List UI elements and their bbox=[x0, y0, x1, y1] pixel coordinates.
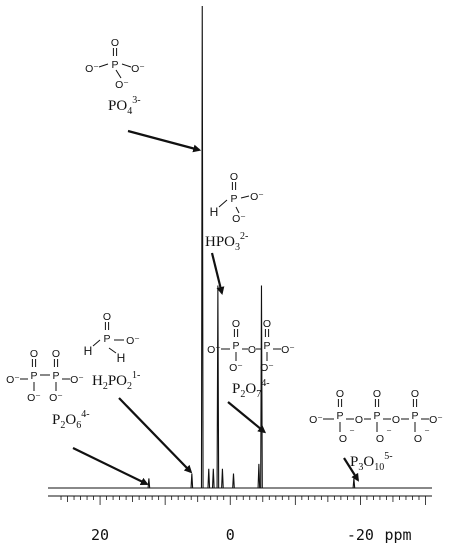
structure-atom: O bbox=[336, 388, 344, 400]
annotation-arrow bbox=[343, 457, 359, 482]
spectrum-peak bbox=[207, 468, 211, 489]
structure-atom: O bbox=[411, 388, 419, 400]
structure-atom: O bbox=[232, 318, 240, 330]
structure-atom: O⁻ bbox=[115, 79, 129, 91]
structure-bond bbox=[235, 206, 240, 214]
spectrum-peak bbox=[190, 473, 194, 489]
structure-atom: O⁻ bbox=[260, 362, 274, 374]
structure-atom: O bbox=[248, 344, 256, 356]
structure-bond bbox=[121, 63, 132, 68]
structure-atom: P bbox=[103, 333, 110, 345]
structure-atom: O⁻ bbox=[85, 63, 99, 75]
structure-atom: O⁻ bbox=[232, 213, 246, 225]
structure-bond bbox=[98, 63, 109, 68]
structure-atom: O⁻ bbox=[131, 63, 145, 75]
structure-atom: H bbox=[117, 351, 126, 365]
phosphite-structure: OPH O⁻ O⁻ bbox=[210, 171, 265, 225]
structure-atom: ⁻ bbox=[386, 427, 392, 439]
annotation-arrow bbox=[227, 401, 267, 434]
spectrum-peak bbox=[257, 463, 261, 489]
structure-bond bbox=[92, 339, 101, 347]
structure-atom: O⁻ bbox=[49, 392, 63, 404]
structure-atom: O⁻ bbox=[27, 392, 41, 404]
spectrum-peak bbox=[260, 285, 263, 489]
spectrum-peak bbox=[221, 468, 224, 489]
structure-atom: O⁻ bbox=[429, 414, 443, 426]
structure-atom: P bbox=[411, 410, 418, 422]
species-label: HPO32- bbox=[205, 231, 248, 253]
structure-atom: P bbox=[263, 340, 270, 352]
structure-atom: O bbox=[230, 171, 238, 183]
spectrum-peak bbox=[147, 478, 151, 489]
x-axis: 20 0 -20 ppm bbox=[48, 495, 432, 544]
structure-atom: P bbox=[373, 410, 380, 422]
structure-atom: P bbox=[111, 59, 118, 71]
x-axis-label: ppm bbox=[384, 526, 411, 544]
spectrum-peak bbox=[200, 5, 204, 489]
structure-atom: O⁻ bbox=[229, 362, 243, 374]
structure-atom: O bbox=[339, 433, 347, 445]
structure-atom: H bbox=[84, 344, 93, 358]
spectrum bbox=[48, 5, 432, 489]
structure-atom: P bbox=[230, 193, 237, 205]
structure-atom: O⁻ bbox=[250, 191, 264, 203]
species-label: P2O64- bbox=[52, 409, 90, 431]
structure-atom: O bbox=[30, 348, 38, 360]
structure-bond bbox=[218, 199, 228, 208]
annotation-arrow bbox=[72, 447, 149, 485]
structure-atom: O⁻ bbox=[6, 374, 20, 386]
species-label: P3O105- bbox=[350, 451, 393, 473]
spectrum-peak bbox=[352, 478, 356, 489]
species-label: P2O74- bbox=[232, 378, 270, 400]
x-tick-label: 0 bbox=[226, 526, 235, 544]
structure-atom: O bbox=[392, 414, 400, 426]
structure-atom: O bbox=[373, 388, 381, 400]
structure-atom: ⁻ bbox=[349, 427, 355, 439]
spectrum-peak bbox=[216, 285, 220, 489]
structure-atom: O bbox=[52, 348, 60, 360]
structure-atom: O bbox=[414, 433, 422, 445]
x-tick-label: 20 bbox=[91, 526, 109, 544]
structure-atom: O⁻ bbox=[309, 414, 323, 426]
structure-atom: O bbox=[103, 311, 111, 323]
annotations: PO43- HPO32- H2PO21- P2O74- P2O64- P3O105- bbox=[52, 95, 393, 485]
structure-atom: O⁻ bbox=[126, 335, 140, 347]
annotation-arrow bbox=[127, 129, 202, 153]
structure-bond bbox=[115, 69, 122, 79]
structure-atom: P bbox=[336, 410, 343, 422]
spectrum-peak bbox=[211, 468, 215, 489]
annotation-arrow bbox=[118, 397, 193, 474]
x-tick-label: -20 bbox=[347, 526, 374, 544]
phosphate-structure: OPO⁻O⁻O⁻ bbox=[85, 37, 145, 91]
structure-atom: P bbox=[232, 340, 239, 352]
structure-atom: O⁻ bbox=[70, 374, 84, 386]
structure-bond bbox=[240, 195, 250, 199]
structure-atom: O bbox=[111, 37, 119, 49]
species-label: PO43- bbox=[108, 95, 141, 117]
structure-atom: O bbox=[263, 318, 271, 330]
structure-atom: O⁻ bbox=[207, 344, 221, 356]
structure-atom: O bbox=[376, 433, 384, 445]
spectrum-peak bbox=[232, 473, 235, 489]
structure-atom: O bbox=[355, 414, 363, 426]
annotation-arrow bbox=[210, 252, 225, 295]
species-label: H2PO21- bbox=[92, 370, 140, 392]
structure-atom: H bbox=[210, 205, 219, 219]
structure-atom: O⁻ bbox=[281, 344, 295, 356]
structure-atom: P bbox=[52, 370, 59, 382]
structure-atom: ⁻ bbox=[424, 427, 430, 439]
structure-atom: P bbox=[30, 370, 37, 382]
structure-bond bbox=[108, 347, 117, 354]
